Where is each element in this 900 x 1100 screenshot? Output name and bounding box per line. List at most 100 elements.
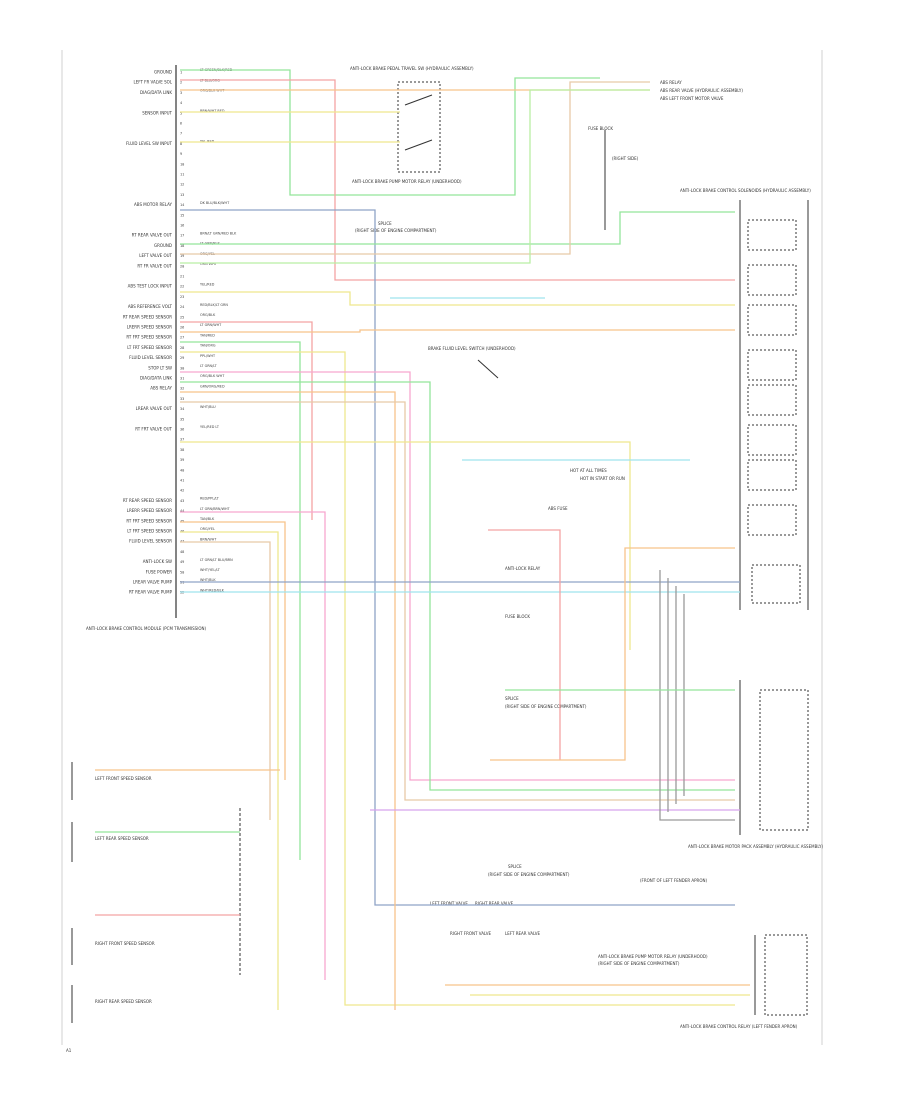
module-pin-wire-color: YEL/RED: [200, 282, 215, 286]
module-pin-number: 43: [180, 499, 184, 503]
top-right-connector: ABS RELAY ABS REAR VALVE (HYDRAULIC ASSE…: [660, 80, 743, 101]
top-right-item-3: ABS LEFT FRONT MOTOR VALVE: [660, 96, 724, 101]
hot-at-all-times-label: HOT AT ALL TIMES: [570, 468, 607, 473]
module-pin-number: 15: [180, 213, 184, 217]
module-pin-label: STOP LT SW: [148, 365, 172, 370]
module-pin-label: GROUND: [154, 70, 172, 75]
fuse-block-top-sub: (RIGHT SIDE): [612, 156, 639, 161]
motor-pack-assembly: ANTI-LOCK BRAKE MOTOR PACK ASSEMBLY (HYD…: [640, 680, 823, 883]
module-pin-wire-color: ORG/BLK WHT: [200, 374, 225, 378]
top-right-item-2: ABS REAR VALVE (HYDRAULIC ASSEMBLY): [660, 88, 743, 93]
module-pin-number: 39: [180, 458, 184, 462]
module-pin-label: LEFT FR VALVE SOL: [133, 80, 172, 85]
module-pin-number: 48: [180, 550, 184, 554]
module-pin-label: RT FRT VALVE OUT: [135, 427, 172, 432]
module-pin-label: RT REAR VALVE PUMP: [129, 590, 173, 595]
module-pin-label: ABS MOTOR RELAY: [134, 202, 173, 207]
module-pin-wire-color: ORG WHT: [200, 262, 218, 266]
module-pin-wire-color: WHT/BLK: [200, 578, 216, 582]
module-pin-label: LT FRT SPEED SENSOR: [127, 529, 172, 534]
module-pin-number: 42: [180, 489, 184, 493]
module-pin-wire-color: LT GRN/WHT: [200, 323, 222, 327]
module-pin-wire-color: LT GRN/LT BLU/BRN: [200, 558, 233, 562]
pump-relay-sub: (RIGHT SIDE OF ENGINE COMPARTMENT): [598, 961, 680, 966]
module-pin-label: LEFT VALVE OUT: [139, 253, 172, 258]
module-pin-number: 49: [180, 560, 184, 564]
module-pin-number: 23: [180, 295, 184, 299]
module-pin-wire-color: GRN/ORG/RED: [200, 384, 225, 388]
module-pin-number: 44: [180, 509, 184, 513]
module-pin-wire-color: LT GRN/BRN/WHT: [200, 507, 230, 511]
splice-low-sub: (RIGHT SIDE OF ENGINE COMPARTMENT): [488, 872, 570, 877]
splice-mid-sub: (RIGHT SIDE OF ENGINE COMPARTMENT): [505, 704, 587, 709]
module-pin-wire-color: TAN/ORG: [199, 344, 216, 348]
splice-top-sub: (RIGHT SIDE OF ENGINE COMPARTMENT): [355, 228, 437, 233]
wire: [180, 81, 650, 255]
module-pin-number: 36: [180, 428, 184, 432]
solenoid-list: [747, 219, 797, 536]
wire: [180, 351, 735, 1006]
module-pin-label: RT REAR SPEED SENSOR: [123, 498, 172, 503]
wire: [490, 547, 735, 761]
hot-in-run-label: HOT IN START OR RUN: [580, 476, 625, 481]
module-pin-number: 6: [180, 122, 182, 126]
module-pin-label: SENSOR INPUT: [142, 110, 172, 115]
module-pin-label: RT FRT SPEED SENSOR: [126, 518, 172, 523]
module-pin-number: 17: [180, 234, 184, 238]
module-pin-wire-color: PPL/WHT: [200, 354, 216, 358]
module-caption: ANTI-LOCK BRAKE CONTROL MODULE (PCM TRAN…: [86, 626, 207, 631]
bottom-solenoid-3: RIGHT FRONT VALVE: [450, 931, 491, 936]
module-pin-wire-color: TAN/RED: [199, 333, 215, 337]
solenoid-coil: [747, 349, 797, 381]
wire: [180, 69, 600, 196]
pedal-switch-contact-b: [404, 139, 433, 151]
module-pin-number: 32: [180, 387, 184, 391]
control-relay-label: ANTI-LOCK BRAKE CONTROL RELAY (LEFT FEND…: [680, 1024, 798, 1029]
pedal-switch-contact-a: [404, 94, 433, 106]
module-pin-wire-color: WHT/YEL/LT: [200, 568, 221, 572]
bottom-solenoid-4: LEFT REAR VALVE: [505, 931, 541, 936]
module-pin-number: 27: [180, 336, 184, 340]
module-pin-number: 33: [180, 397, 184, 401]
module-pin-number: 29: [180, 356, 184, 360]
bottom-solenoid-group: LEFT FRONT VALVE RIGHT REAR VALVE RIGHT …: [430, 901, 541, 936]
module-pin-number: 45: [180, 519, 184, 523]
pedal-switch-box: [397, 81, 441, 173]
module-pin-number: 11: [180, 173, 184, 177]
module-pin-number: 21: [180, 275, 184, 279]
solenoid-coil: [747, 459, 797, 491]
left-fender-label: (FRONT OF LEFT FENDER APRON): [640, 878, 707, 883]
wire: [180, 381, 735, 791]
fuse-center: HOT AT ALL TIMES HOT IN START OR RUN ABS…: [505, 468, 625, 619]
bottom-solenoid-1: LEFT FRONT VALVE: [430, 901, 468, 906]
module-pin-label: DIAG/DATA LINK: [140, 376, 172, 381]
wire: [180, 79, 735, 281]
module-pin-number: 28: [180, 346, 184, 350]
solenoid-block-title: ANTI-LOCK BRAKE CONTROL SOLENOIDS (HYDRA…: [680, 188, 811, 193]
module-pin-label: ABS RELAY: [150, 386, 172, 391]
module-pin-number: 37: [180, 438, 184, 442]
module-pin-label: FLUID LEVEL SENSOR: [129, 355, 172, 360]
module-pin-label: DIAG/DATA LINK: [140, 90, 172, 95]
wire: [180, 291, 735, 306]
wire: [180, 541, 271, 820]
brake-fluid-switch: BRAKE FLUID LEVEL SWITCH (UNDERHOOD): [428, 346, 516, 379]
splice-low-label: SPLICE: [508, 864, 522, 869]
fuse-block-top: FUSE BLOCK (RIGHT SIDE): [588, 126, 639, 230]
motor-pack-box: [759, 689, 809, 831]
module-pin-label: FUSE POWER: [146, 569, 173, 574]
module-pin-wire-color: RED/BLK/LT GRN: [200, 303, 228, 307]
pedal-motor-relay-label: ANTI-LOCK BRAKE PUMP MOTOR RELAY (UNDERH…: [352, 179, 462, 184]
lr-speed-sensor-label: LEFT REAR SPEED SENSOR: [95, 836, 149, 841]
splice-mid-label: SPLICE: [505, 696, 519, 701]
wire: [180, 329, 735, 333]
wire: [180, 401, 735, 801]
module-pin-wire-color: BRN/WHT: [200, 537, 217, 541]
module-pin-number: 2: [180, 81, 182, 85]
module-pin-label: RT REAR SPEED SENSOR: [123, 314, 172, 319]
module-pin-wire-color: BRN/WHT RED: [200, 109, 225, 113]
module-pin-label: FLUID LEVEL SW INPUT: [126, 141, 173, 146]
abs-fuse-label: ABS FUSE: [548, 506, 568, 511]
module-pin-number: 24: [180, 305, 184, 309]
